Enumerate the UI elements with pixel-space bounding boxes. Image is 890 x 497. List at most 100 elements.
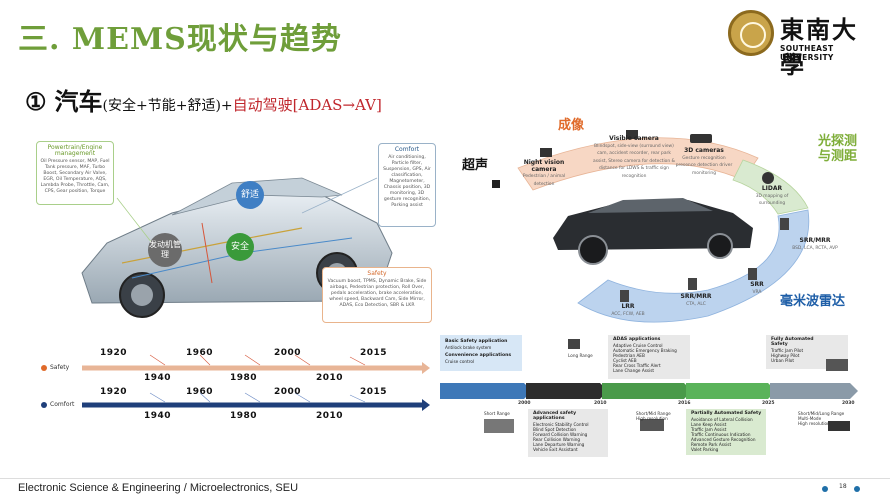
roadmap-year-2030: 2030	[842, 401, 855, 406]
logo-chinese-name: 東南大學	[780, 15, 858, 79]
srr-mrr-center-title: SRR/MRR	[680, 293, 712, 300]
powertrain-title: Powertrain/Engine management	[47, 144, 103, 157]
advanced-safety-box: Advanced safety applications Electronic …	[530, 409, 608, 454]
cam3d-label: 3D cameras Gesture recognition presence …	[674, 147, 734, 177]
srr-label: SRR VRA	[742, 281, 772, 296]
advanced-safety-item-5: Vehicle Exit Assistant	[533, 447, 578, 452]
safety-title: Safety	[367, 270, 387, 277]
adas-apps-item-1: Automatic Emergency Braking	[613, 348, 677, 353]
lidar-title: LIDAR	[761, 185, 783, 192]
subtitle-paren: (安全+节能+舒适)+	[102, 98, 233, 114]
lidar-label: LIDAR 3D mapping of surrounding	[744, 185, 800, 208]
night-vision-label: Night vision camera Pedestrian / animal …	[514, 159, 574, 188]
year-2010-a: 2010	[316, 373, 344, 383]
comfort-bubble: 舒适	[236, 181, 264, 209]
year-2015-a: 2015	[360, 348, 388, 358]
subtitle-number: ①	[25, 87, 47, 116]
visible-camera-desc: Blindspot, side-view (surround view) cam…	[593, 143, 675, 179]
roadmap-year-2016: 2016	[678, 401, 691, 406]
adas-roadmap: 2000 2010 2016 2025 2030 Basic Safety ap…	[440, 333, 880, 459]
adas-apps-item-4: Rear Cross Traffic Alert	[613, 363, 661, 368]
convenience-item-0: Cruise control	[445, 359, 475, 364]
adas-apps-box: ADAS applications Adaptive Cruise Contro…	[610, 335, 690, 375]
year-1920-a: 1920	[100, 348, 128, 358]
srr-title: SRR	[750, 281, 764, 288]
partially-automated-heading: Partially Automated Safety	[691, 411, 762, 416]
footer-dot-left-icon	[822, 486, 828, 492]
multi-mode-label: Multi-Mode	[798, 416, 822, 421]
night-vision-title: Night vision camera	[523, 159, 565, 173]
long-range-label: Long Range	[568, 353, 593, 358]
srr-mrr-right-title: SRR/MRR	[799, 237, 831, 244]
advanced-safety-item-0: Electronic Stability Control	[533, 422, 589, 427]
cam3d-desc: Gesture recognition presence detection d…	[675, 155, 733, 176]
srr-mrr-right-label: SRR/MRR BSD, LCA, RCTA, AVP	[790, 237, 840, 252]
timeline-arrows	[41, 354, 430, 411]
partially-automated-box: Partially Automated Safety Avoidance of …	[688, 409, 766, 454]
university-seal-icon	[728, 10, 774, 56]
roadmap-arrow-bar	[440, 335, 858, 457]
year-2000-a: 2000	[274, 348, 302, 358]
basic-safety-heading: Basic Safety application	[445, 339, 508, 344]
comfort-text: Air conditioning, Particle filter, Suspe…	[383, 155, 431, 208]
high-resolution-label-2: High resolution	[798, 421, 830, 426]
advanced-safety-item-1: Blind Spot Detection	[533, 427, 577, 432]
partially-automated-item-6: Valet Parking	[691, 447, 719, 452]
car-sensor-diagram: Powertrain/Engine management Oil Pressur…	[22, 133, 440, 328]
radar-label-cn: 毫米波雷达	[780, 294, 846, 309]
fully-automated-item-0: Traffic Jam Pilot	[771, 348, 804, 353]
roadmap-year-2010: 2010	[594, 401, 607, 406]
year-1940-b: 1940	[144, 411, 172, 421]
adas-arc-illustration	[492, 130, 810, 323]
safety-comfort-timeline: Safety Comfort 1920 1960 2000 2015 1940 …	[30, 335, 430, 445]
year-1920-b: 1920	[100, 387, 128, 397]
advanced-safety-item-4: Lane Departure Warning	[533, 442, 585, 447]
safety-box: Safety Vacuum boost, TPMS, Dynamic Brake…	[322, 267, 432, 323]
night-vision-desc: Pedestrian / animal detection	[522, 174, 566, 187]
adas-apps-item-5: Lane Change Assist	[613, 368, 655, 373]
fully-automated-box: Fully Automated Safety Traffic Jam Pilot…	[768, 335, 828, 365]
engine-bubble: 发动机管理	[148, 233, 182, 267]
short-mid-long-range-label: Short/Mid/Long Range	[798, 411, 845, 416]
lrr-desc: ACC, FCW, AEB	[611, 311, 645, 317]
high-resolution-label: High resolution	[636, 416, 668, 421]
year-2000-b: 2000	[274, 387, 302, 397]
advanced-safety-heading: Advanced safety applications	[533, 411, 577, 421]
slide-header: 三. MEMS现状与趋势 東南大學 SOUTHEAST UNIVERSITY	[0, 0, 890, 79]
comfort-timeline-label: Comfort	[50, 401, 75, 408]
partially-automated-item-4: Advanced Gesture Recognition	[691, 437, 756, 442]
fully-automated-heading: Fully Automated Safety	[771, 337, 814, 347]
lrr-title: LRR	[621, 303, 635, 310]
adas-apps-heading: ADAS applications	[613, 337, 661, 342]
subtitle-main: 汽车	[54, 87, 103, 116]
fully-automated-item-2: Urban Pilot	[771, 358, 794, 363]
comfort-box: Comfort Air conditioning, Particle filte…	[378, 143, 436, 227]
adas-sensor-diagram: 超声 成像 光探测与测距 毫米波雷达 Night vision camera P…	[458, 118, 878, 328]
ultrasonic-label: 超声	[462, 158, 489, 173]
year-1980-a: 1980	[230, 373, 258, 383]
year-2010-b: 2010	[316, 411, 344, 421]
safety-bubble: 安全	[226, 233, 254, 261]
footer-text: Electronic Science & Engineering / Micro…	[18, 482, 299, 494]
adas-apps-item-0: Adaptive Cruise Control	[613, 343, 663, 348]
visible-camera-label: Visible camera Blindspot, side-view (sur…	[590, 135, 678, 180]
powertrain-text: Oil Pressure sensor, MAP, Fuel Tank pres…	[40, 159, 110, 194]
logo-english-name: SOUTHEAST UNIVERSITY	[780, 44, 834, 62]
srr-mrr-right-desc: BSD, LCA, RCTA, AVP	[792, 245, 838, 251]
camera-label: 成像	[558, 118, 585, 133]
adas-apps-item-3: Cyclist AEB	[613, 358, 637, 363]
powertrain-box: Powertrain/Engine management Oil Pressur…	[36, 141, 114, 205]
slide-footer: Electronic Science & Engineering / Micro…	[0, 478, 890, 497]
cam3d-title: 3D cameras	[684, 147, 724, 154]
subtitle-autonomous: 自动驾驶[ADAS→AV]	[232, 96, 382, 114]
partially-automated-item-0: Avoidance of Lateral Collision	[691, 417, 753, 422]
partially-automated-item-1: Lane Keep Assist	[691, 422, 727, 427]
lidar-desc: 3D mapping of surrounding	[755, 193, 789, 207]
basic-safety-item-0: Antilock brake system	[445, 345, 492, 350]
year-1960-b: 1960	[186, 387, 214, 397]
fully-automated-item-1: Highway Pilot	[771, 353, 800, 358]
advanced-safety-item-2: Forward Collision Warning	[533, 432, 588, 437]
comfort-title: Comfort	[394, 146, 420, 153]
page-number: 18	[839, 483, 847, 490]
